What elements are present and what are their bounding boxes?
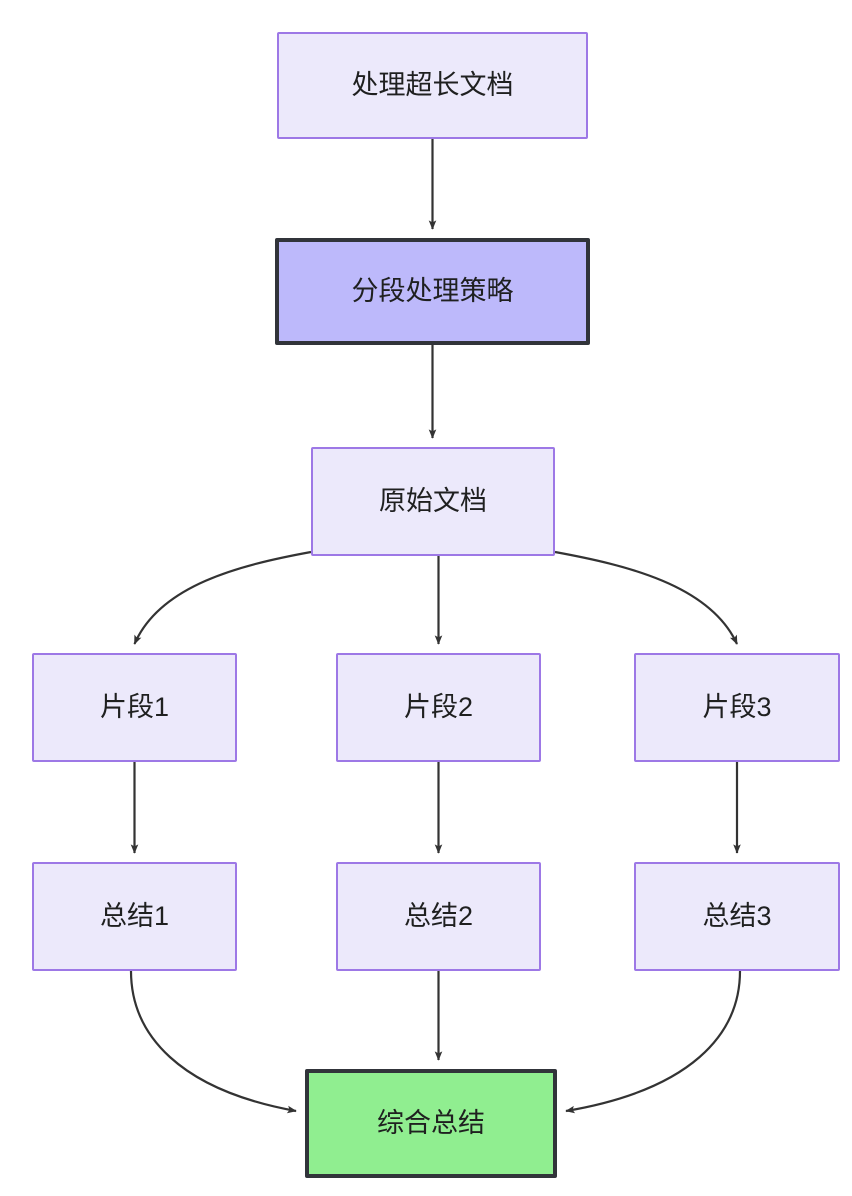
edge-n2-n3 [133, 550, 312, 645]
edge-n2-n5 [554, 550, 738, 645]
node-summary-3[interactable]: 总结3 [634, 862, 840, 971]
node-label: 原始文档 [379, 486, 487, 517]
node-label: 片段2 [403, 692, 474, 723]
node-label: 综合总结 [377, 1108, 485, 1139]
edge-n6-n9 [129, 970, 297, 1114]
node-fragment-2[interactable]: 片段2 [336, 653, 541, 762]
node-process-long-document[interactable]: 处理超长文档 [277, 32, 588, 139]
node-label: 分段处理策略 [351, 276, 514, 307]
node-original-document[interactable]: 原始文档 [311, 447, 555, 556]
node-summary-2[interactable]: 总结2 [336, 862, 541, 971]
node-label: 片段3 [702, 692, 772, 723]
node-label: 总结3 [702, 901, 772, 932]
node-label: 片段1 [99, 692, 170, 723]
edge-n8-n9 [565, 970, 742, 1114]
node-summary-1[interactable]: 总结1 [32, 862, 237, 971]
node-chunking-strategy[interactable]: 分段处理策略 [275, 238, 590, 345]
node-final-summary[interactable]: 综合总结 [305, 1069, 557, 1178]
node-label: 总结2 [403, 901, 474, 932]
node-label: 总结1 [99, 901, 170, 932]
node-label: 处理超长文档 [351, 70, 514, 101]
node-fragment-1[interactable]: 片段1 [32, 653, 237, 762]
node-fragment-3[interactable]: 片段3 [634, 653, 840, 762]
